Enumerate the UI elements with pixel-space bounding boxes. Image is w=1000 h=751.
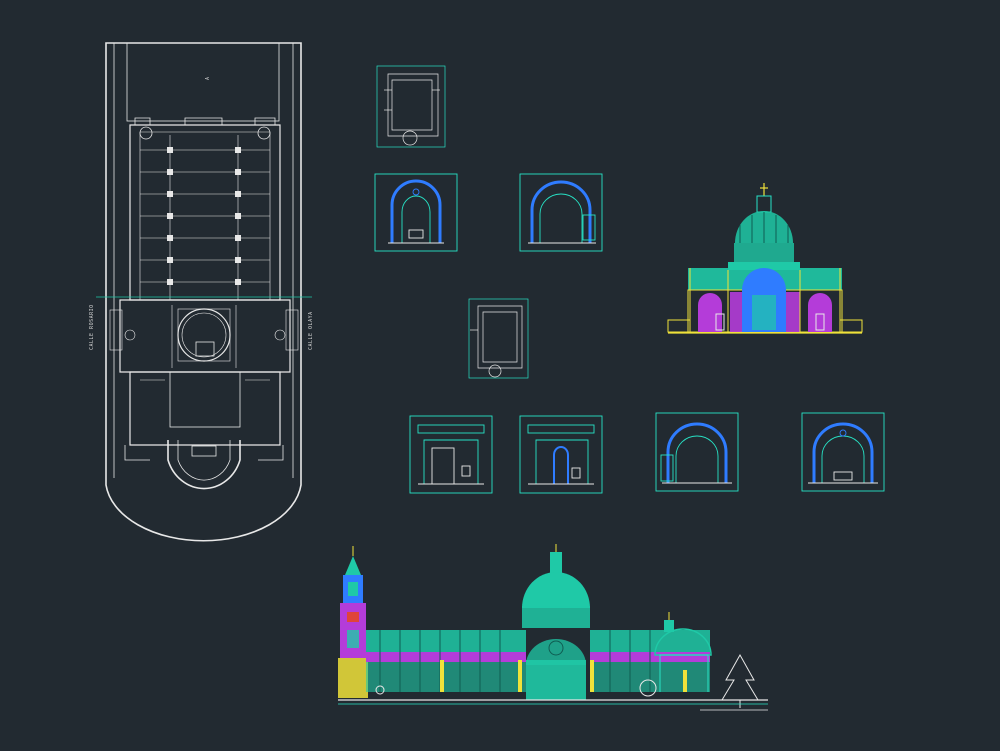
detail-plan-middle: [468, 298, 529, 379]
detail-plan-top: [376, 65, 446, 148]
arch-section-2: [519, 173, 603, 252]
arch-section-1: [374, 173, 458, 252]
arch-section-3: [409, 415, 493, 494]
arch-section-4: [519, 415, 603, 494]
arch-section-6: [801, 412, 885, 492]
front-elevation: [667, 183, 863, 334]
floor-plan: [96, 42, 312, 542]
side-elevation: [338, 544, 768, 711]
arch-section-5: [655, 412, 739, 492]
